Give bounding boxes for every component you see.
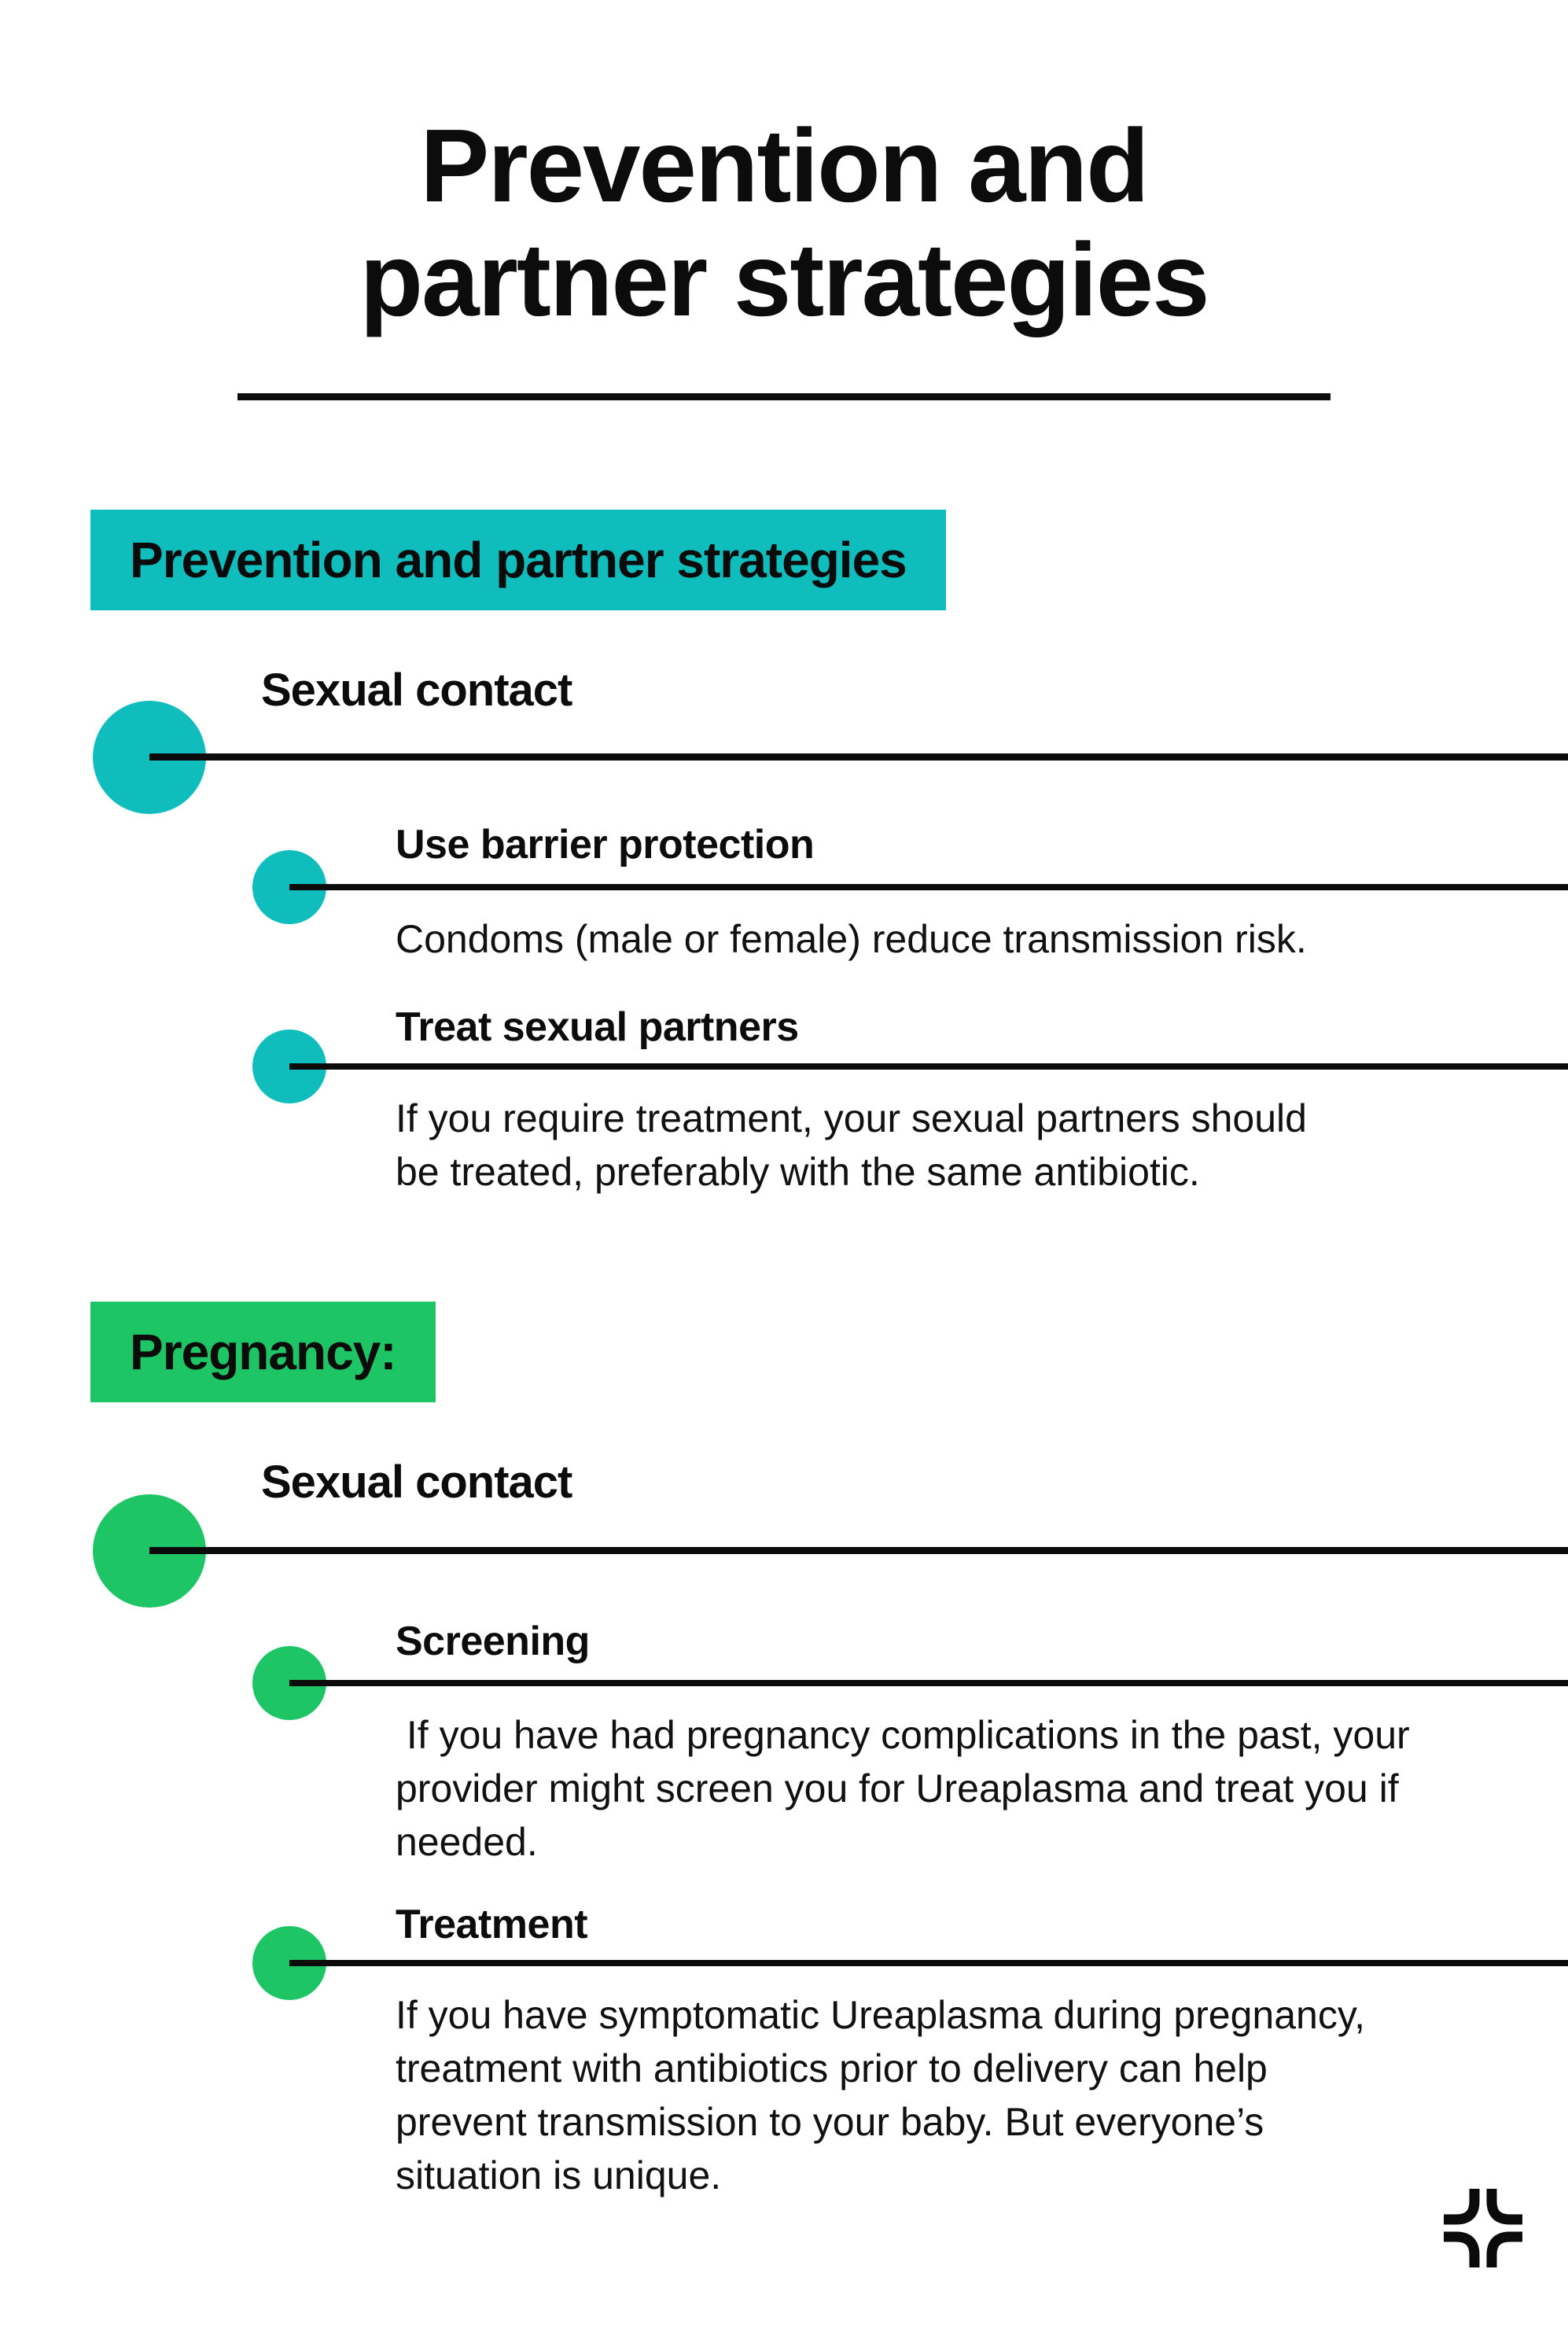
page-title-line-1: Prevention and <box>420 108 1150 223</box>
section-banner-label: Pregnancy: <box>130 1324 397 1380</box>
item-title-treat-sexual-partners: Treat sexual partners <box>396 1004 799 1050</box>
item-title-treatment: Treatment <box>396 1902 588 1947</box>
timeline-rule <box>149 1547 1568 1554</box>
item-body-screening: If you have had pregnancy complications … <box>396 1713 1421 1864</box>
title-divider-rule <box>237 393 1331 400</box>
timeline-rule <box>289 1063 1568 1070</box>
page-title: Prevention and partner strategies <box>0 109 1568 337</box>
section-banner-label: Prevention and partner strategies <box>130 532 907 588</box>
section2-heading-sexual-contact: Sexual contact <box>261 1457 572 1508</box>
timeline-rule <box>149 753 1568 761</box>
page-title-line-2: partner strategies <box>359 222 1209 338</box>
item-title-use-barrier-protection: Use barrier protection <box>396 822 815 867</box>
item-body-treatment: If you have symptomatic Ureaplasma durin… <box>396 1993 1376 2197</box>
timeline-rule <box>289 884 1568 890</box>
section1-heading-sexual-contact: Sexual contact <box>261 665 572 716</box>
item-body-use-barrier-protection: Condoms (male or female) reduce transmis… <box>396 917 1307 961</box>
cross-logo-icon <box>1444 2189 1522 2267</box>
item-title-screening: Screening <box>396 1619 590 1664</box>
timeline-rule <box>289 1680 1568 1686</box>
timeline-rule <box>289 1960 1568 1966</box>
item-body-treat-sexual-partners: If you require treatment, your sexual pa… <box>396 1096 1318 1194</box>
section-banner-pregnancy: Pregnancy: <box>90 1302 436 1402</box>
section-banner-prevention: Prevention and partner strategies <box>90 510 946 610</box>
